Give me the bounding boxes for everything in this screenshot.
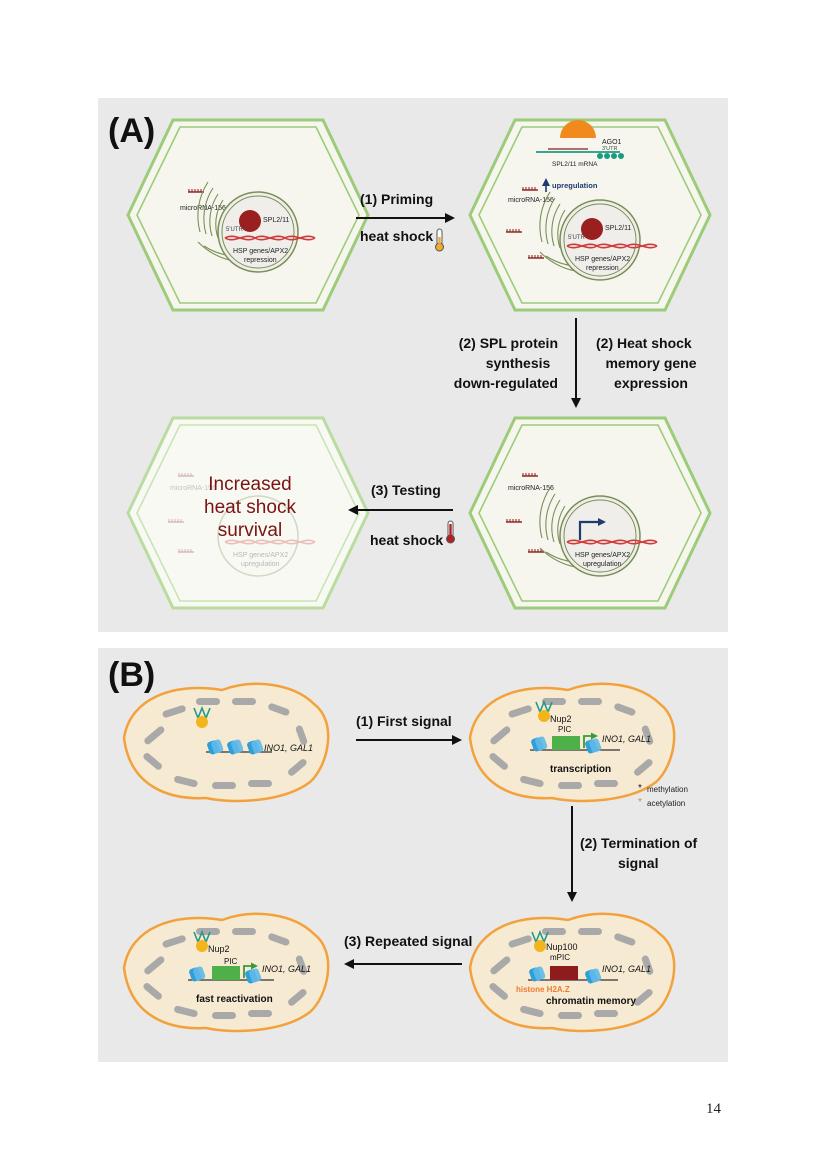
cell-3: microRNA-156 HSP genes/APX2 upregulation	[468, 416, 712, 610]
upregulation-label-3: upregulation	[583, 561, 622, 568]
panel-a-diagram: (A) microRNA-156 SPL2/11 5'UTR HSP genes…	[108, 112, 712, 610]
mpic-complex	[550, 966, 578, 980]
upregulation-label: upregulation	[552, 181, 598, 190]
histone-label: histone H2A.Z	[516, 985, 570, 994]
step2-left-line3: down-regulated	[454, 375, 558, 391]
step3-label-line2: heat shock	[370, 532, 443, 548]
nucleus-3: Nup100 mPIC INO1, GAL1 histone H2A.Z chr…	[468, 912, 676, 1033]
utr-label: 5'UTR	[226, 227, 243, 233]
repression-label: repression	[244, 257, 277, 264]
chromatin-memory-label: chromatin memory	[546, 996, 636, 1007]
panel-b-label: (B)	[108, 656, 155, 694]
upregulation-label-faded: upregulation	[241, 561, 280, 568]
microrna-label-3: microRNA-156	[508, 485, 554, 492]
pic-complex-2	[212, 966, 240, 980]
hsp-genes-label-faded: HSP genes/APX2	[233, 552, 288, 559]
transcription-arrow-icon	[578, 518, 606, 540]
genes-label-2: INO1, GAL1	[602, 734, 651, 744]
step2-right-line3: expression	[614, 375, 688, 391]
fast-reactivation-label: fast reactivation	[196, 994, 273, 1005]
nucleus-2: Nup2 PIC INO1, GAL1 transcription	[468, 682, 676, 803]
result-line-2: heat shock	[204, 497, 296, 518]
b-step2-line2: signal	[618, 855, 658, 871]
panel-a-label: (A)	[108, 112, 155, 150]
microrna-label-2: microRNA-156	[508, 197, 554, 204]
nup2-label-2: Nup2	[208, 944, 230, 954]
cell-1: microRNA-156 SPL2/11 5'UTR HSP genes/APX…	[126, 118, 370, 312]
b-step3-label: (3) Repeated signal	[344, 933, 472, 949]
pic-label-1: PIC	[558, 725, 572, 734]
nup100-label: Nup100	[546, 942, 578, 952]
spl-protein	[239, 210, 261, 232]
acetylation-marker-icon: *	[638, 797, 642, 808]
step3-label-line1: (3) Testing	[371, 482, 441, 498]
thermometer-hot-icon	[446, 520, 455, 544]
result-line-1: Increased	[208, 474, 291, 495]
microrna-label: microRNA-156	[180, 205, 226, 212]
panel-a: (A) microRNA-156 SPL2/11 5'UTR HSP genes…	[98, 98, 728, 632]
nucleus-4: Nup2 PIC INO1, GAL1 fast reactivation	[122, 912, 330, 1033]
transcription-label: transcription	[550, 764, 611, 775]
spl-label: SPL2/11	[263, 217, 289, 224]
step1-label-line1: (1) Priming	[360, 191, 433, 207]
spl-label-2: SPL2/11	[605, 225, 631, 232]
nucleus-1: INO1, GAL1	[122, 682, 330, 803]
genes-label-4: INO1, GAL1	[262, 964, 311, 974]
step2-right-line1: (2) Heat shock	[596, 335, 692, 351]
mpic-label: mPIC	[550, 953, 570, 962]
legend-methylation: methylation	[647, 785, 688, 794]
page-number: 14	[706, 1101, 721, 1117]
legend-acetylation: acetylation	[647, 799, 685, 808]
genes-label-3: INO1, GAL1	[602, 964, 651, 974]
b-step2-line1: (2) Termination of	[580, 835, 698, 851]
hsp-genes-label: HSP genes/APX2	[233, 248, 288, 255]
step2-left-line1: (2) SPL protein	[459, 335, 558, 351]
ago1-protein	[560, 120, 596, 138]
legend: * methylation * acetylation	[638, 783, 688, 808]
hsp-genes-label-2: HSP genes/APX2	[575, 256, 630, 263]
pic-complex	[552, 736, 580, 750]
hsp-genes-label-3: HSP genes/APX2	[575, 552, 630, 559]
step2-right-line2: memory gene	[605, 355, 696, 371]
methylation-marker-icon: *	[638, 783, 642, 794]
b-step1-label: (1) First signal	[356, 713, 452, 729]
cell-2: AGO1 3'UTR SPL2/11 mRNA upregulation mic…	[468, 118, 712, 312]
step1-label-line2: heat shock	[360, 228, 433, 244]
cell-4: microRNA-156 HSP genes/APX2 upregulation…	[126, 416, 370, 610]
thermometer-icon	[435, 228, 444, 252]
genes-label-1: INO1, GAL1	[264, 743, 313, 753]
pic-label-2: PIC	[224, 957, 238, 966]
repression-label-2: repression	[586, 265, 619, 272]
step2-left-line2: synthesis	[486, 355, 551, 371]
spl-mrna-label: SPL2/11 mRNA	[552, 161, 598, 168]
spl-protein-2	[581, 218, 603, 240]
microrna-label-faded: microRNA-156	[170, 485, 216, 492]
utr-label-2: 5'UTR	[568, 235, 585, 241]
ago1-label: AGO1	[602, 139, 622, 146]
nup2-label-1: Nup2	[550, 714, 572, 724]
panel-b: (B) INO1, GAL1 Nup2 PIC INO1, GAL1 trans…	[98, 648, 728, 1062]
panel-b-diagram: (B) INO1, GAL1 Nup2 PIC INO1, GAL1 trans…	[108, 656, 698, 1033]
result-line-3: survival	[218, 520, 282, 541]
utr3-label: 3'UTR	[602, 146, 617, 152]
